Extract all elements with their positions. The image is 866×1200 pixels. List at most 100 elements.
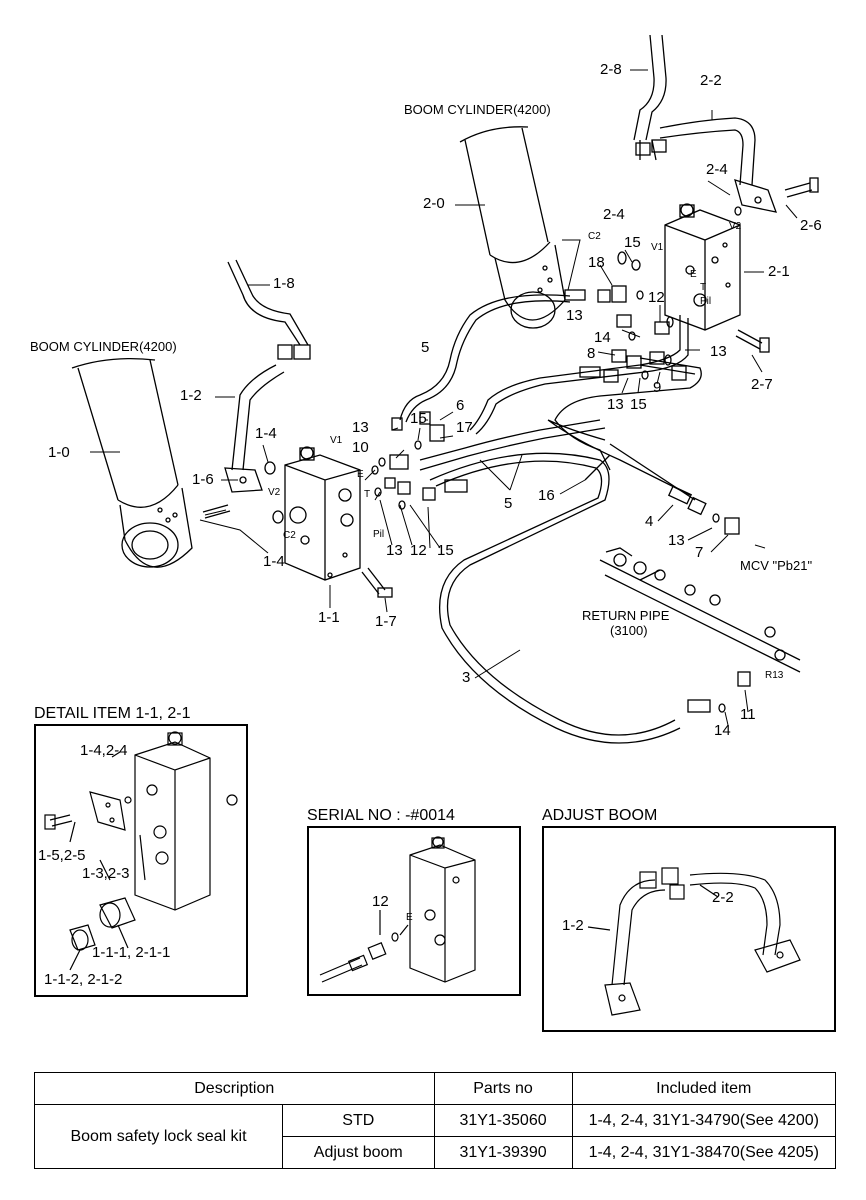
label-2-4: 2-4 bbox=[603, 206, 625, 223]
label-e: E bbox=[690, 269, 697, 280]
detail-label-1: 1-4,2-4 bbox=[80, 742, 128, 759]
label-3: 3 bbox=[462, 669, 471, 686]
boom-cylinder-top bbox=[459, 126, 566, 329]
label-v1: V1 bbox=[330, 435, 343, 446]
label-15: 15 bbox=[624, 234, 641, 251]
label-v2: V2 bbox=[729, 221, 742, 232]
table-row: Boom safety lock seal kit STD 31Y1-35060… bbox=[34, 1104, 837, 1169]
label-13: 13 bbox=[607, 396, 624, 413]
valve-block-2-1 bbox=[664, 203, 741, 331]
label-5: 5 bbox=[421, 339, 430, 356]
detail-title: DETAIL ITEM 1-1, 2-1 bbox=[34, 705, 191, 722]
label-17: 17 bbox=[456, 419, 473, 436]
detail-box bbox=[34, 724, 248, 997]
label-1-4: 1-4 bbox=[255, 425, 277, 442]
label-14: 14 bbox=[714, 722, 731, 739]
pipe-2-2 bbox=[659, 117, 819, 213]
hose-5 bbox=[399, 294, 571, 423]
label-1-0: 1-0 bbox=[48, 444, 70, 461]
boom-cylinder-left bbox=[71, 357, 193, 568]
label-8: 8 bbox=[587, 345, 596, 362]
valve-block-1-1 bbox=[284, 446, 361, 581]
variant-cell: Adjust boom bbox=[282, 1136, 435, 1169]
label-pil: Pil bbox=[373, 529, 385, 540]
label-6: 6 bbox=[456, 397, 465, 414]
label-1-2: 1-2 bbox=[180, 387, 202, 404]
adjust-label-2-2: 2-2 bbox=[712, 889, 734, 906]
label-13: 13 bbox=[710, 343, 727, 360]
label-c2: C2 bbox=[588, 231, 601, 242]
label-13: 13 bbox=[566, 307, 583, 324]
label-2-2: 2-2 bbox=[700, 72, 722, 89]
return-pipe-3100 bbox=[599, 547, 801, 673]
detail-label-4: 1-1-1, 2-1-1 bbox=[92, 944, 171, 961]
label-return-pipe-no: (3100) bbox=[610, 623, 648, 638]
fittings bbox=[264, 206, 770, 713]
label-1-4: 1-4 bbox=[263, 553, 285, 570]
label-t: T bbox=[364, 489, 371, 500]
label-boom-cylinder-top: BOOM CYLINDER(4200) bbox=[404, 102, 551, 117]
label-c2: C2 bbox=[283, 530, 296, 541]
serial-label-12: 12 bbox=[372, 893, 389, 910]
label-2-6: 2-6 bbox=[800, 217, 822, 234]
included-cell: 1-4, 2-4, 31Y1-34790(See 4200) bbox=[571, 1104, 837, 1137]
label-e: E bbox=[357, 469, 364, 480]
label-10: 10 bbox=[352, 439, 369, 456]
pipe-1-8 bbox=[227, 259, 311, 360]
label-r13: R13 bbox=[765, 670, 784, 681]
label-7: 7 bbox=[695, 544, 704, 561]
kit-name-cell: Boom safety lock seal kit bbox=[34, 1104, 283, 1169]
label-1-8: 1-8 bbox=[273, 275, 295, 292]
serial-label-e: E bbox=[406, 912, 413, 923]
label-boom-cylinder-left: BOOM CYLINDER(4200) bbox=[30, 339, 177, 354]
label-9: 9 bbox=[653, 379, 662, 396]
part-no-cell: 31Y1-35060 bbox=[433, 1104, 573, 1137]
label-15: 15 bbox=[410, 410, 427, 427]
label-2-7: 2-7 bbox=[751, 376, 773, 393]
label-2-0: 2-0 bbox=[423, 195, 445, 212]
table-header-row: Description Parts no Included item bbox=[34, 1072, 837, 1105]
label-13: 13 bbox=[668, 532, 685, 549]
label-v1: V1 bbox=[651, 242, 664, 253]
header-included-item: Included item bbox=[571, 1072, 837, 1105]
detail-label-5: 1-1-2, 2-1-2 bbox=[44, 971, 123, 988]
table-row: Adjust boom 31Y1-39390 1-4, 2-4, 31Y1-38… bbox=[35, 1136, 837, 1169]
header-description: Description bbox=[34, 1072, 435, 1105]
hose-16 bbox=[547, 419, 707, 516]
label-12: 12 bbox=[648, 289, 665, 306]
label-1-7: 1-7 bbox=[375, 613, 397, 630]
label-2-1: 2-1 bbox=[768, 263, 790, 280]
label-return-pipe: RETURN PIPE bbox=[582, 608, 670, 623]
detail-label-2: 1-5,2-5 bbox=[38, 847, 86, 864]
label-14: 14 bbox=[594, 329, 611, 346]
header-parts-no: Parts no bbox=[433, 1072, 573, 1105]
label-16: 16 bbox=[538, 487, 555, 504]
label-15: 15 bbox=[630, 396, 647, 413]
label-18: 18 bbox=[588, 254, 605, 271]
label-mcv-pb21: MCV "Pb21" bbox=[740, 558, 813, 573]
label-pil: Pil bbox=[700, 296, 712, 307]
label-12: 12 bbox=[410, 542, 427, 559]
label-13: 13 bbox=[352, 419, 369, 436]
included-cell: 1-4, 2-4, 31Y1-38470(See 4205) bbox=[571, 1136, 837, 1169]
pipe-2-8 bbox=[633, 34, 667, 161]
adjust-box bbox=[542, 826, 836, 1032]
adjust-label-1-2: 1-2 bbox=[562, 917, 584, 934]
label-11: 11 bbox=[740, 706, 756, 723]
label-t: T bbox=[700, 282, 707, 293]
label-4: 4 bbox=[645, 513, 654, 530]
label-1-1: 1-1 bbox=[318, 609, 340, 626]
part-no-cell: 31Y1-39390 bbox=[433, 1136, 573, 1169]
label-13: 13 bbox=[386, 542, 403, 559]
label-5: 5 bbox=[504, 495, 513, 512]
label-1-6: 1-6 bbox=[192, 471, 214, 488]
variant-cell: STD bbox=[282, 1104, 435, 1137]
label-15: 15 bbox=[437, 542, 454, 559]
serial-box bbox=[307, 826, 521, 996]
label-2-4: 2-4 bbox=[706, 161, 728, 178]
adjust-title: ADJUST BOOM bbox=[542, 807, 658, 824]
